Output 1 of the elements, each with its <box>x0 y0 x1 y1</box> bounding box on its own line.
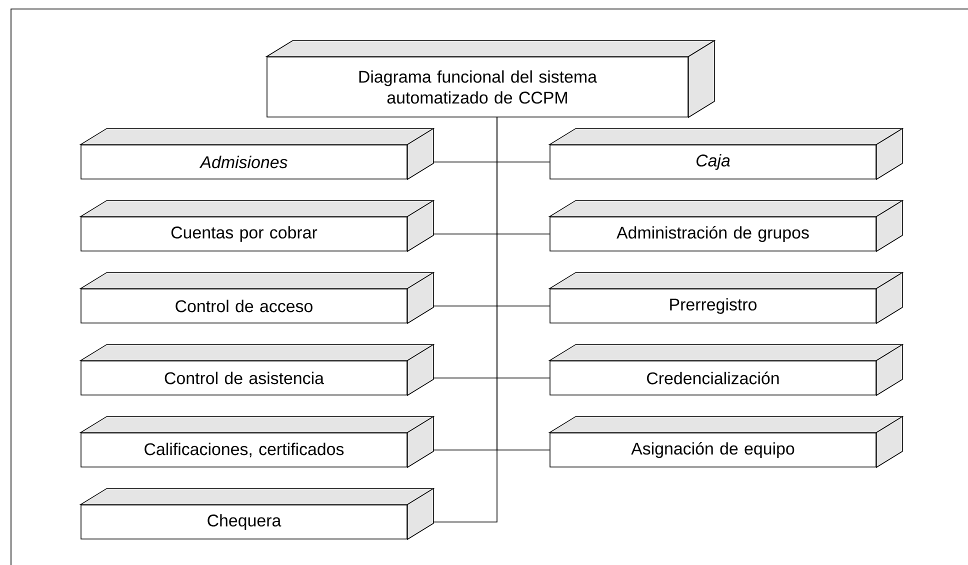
connector-line <box>433 117 498 522</box>
